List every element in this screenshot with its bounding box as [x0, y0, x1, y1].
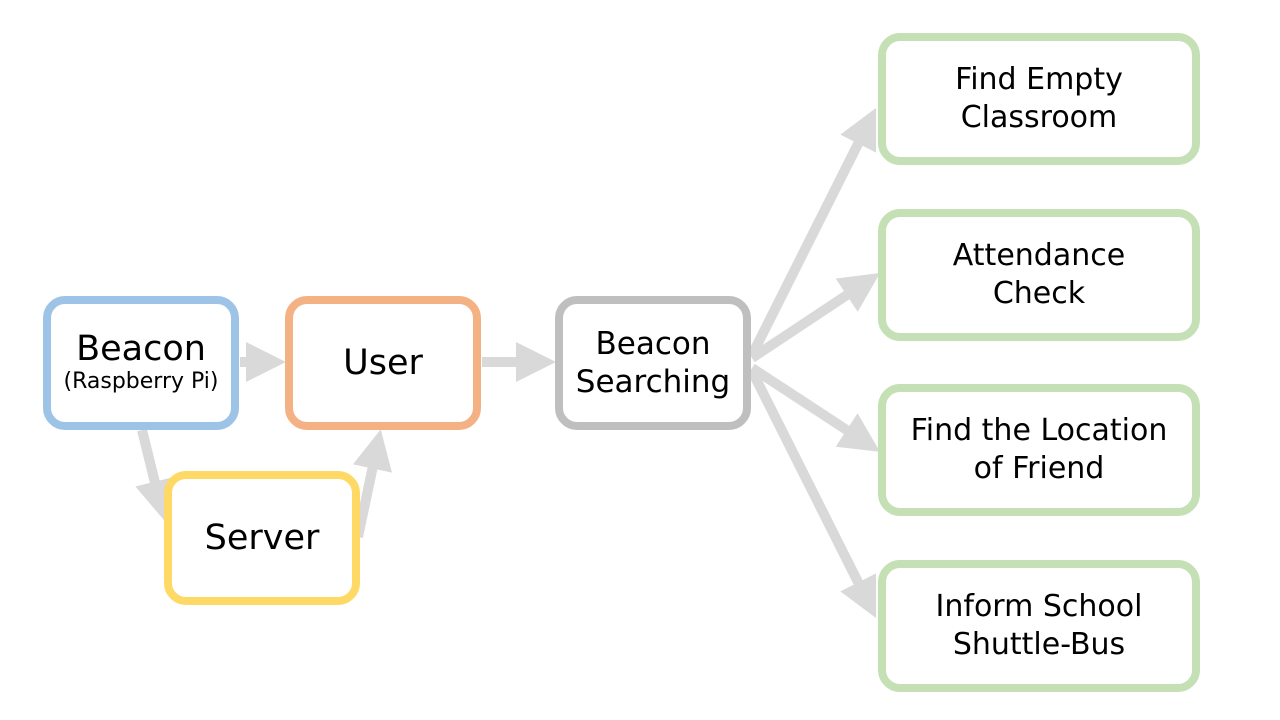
find-empty-classroom-node: Find Empty Classroom: [878, 33, 1200, 165]
beacon-label: Beacon: [76, 329, 206, 369]
output-line: Check: [992, 276, 1086, 311]
output-line: Attendance: [952, 238, 1126, 273]
output-line: Find Empty: [955, 62, 1123, 97]
beacon-searching-node: Beacon Searching: [555, 296, 751, 430]
arrow-searching-to-shuttle: [747, 368, 877, 619]
server-node: Server: [164, 471, 360, 605]
beacon-node: Beacon (Raspberry Pi): [43, 296, 239, 430]
arrow-beacon-to-server: [135, 428, 175, 521]
output-line: Classroom: [960, 100, 1118, 135]
beacon-sublabel: (Raspberry Pi): [63, 369, 219, 394]
output-line: Inform School: [935, 589, 1143, 624]
output-line: of Friend: [973, 451, 1105, 486]
attendance-check-node: Attendance Check: [878, 209, 1200, 341]
output-line: Shuttle-Bus: [952, 627, 1126, 662]
arrow-searching-to-attendance: [749, 273, 880, 363]
beacon-searching-line-1: Beacon: [595, 326, 711, 362]
output-line: Find the Location: [910, 413, 1168, 448]
arrow-server-to-user: [352, 429, 393, 539]
arrow-searching-to-classroom: [747, 107, 877, 358]
server-label: Server: [204, 518, 320, 558]
user-node: User: [285, 296, 481, 430]
find-friend-location-node: Find the Location of Friend: [878, 384, 1200, 516]
inform-shuttle-bus-node: Inform School Shuttle-Bus: [878, 560, 1200, 692]
beacon-searching-line-2: Searching: [575, 364, 731, 400]
arrow-searching-to-friend: [749, 363, 881, 452]
user-label: User: [343, 343, 423, 383]
